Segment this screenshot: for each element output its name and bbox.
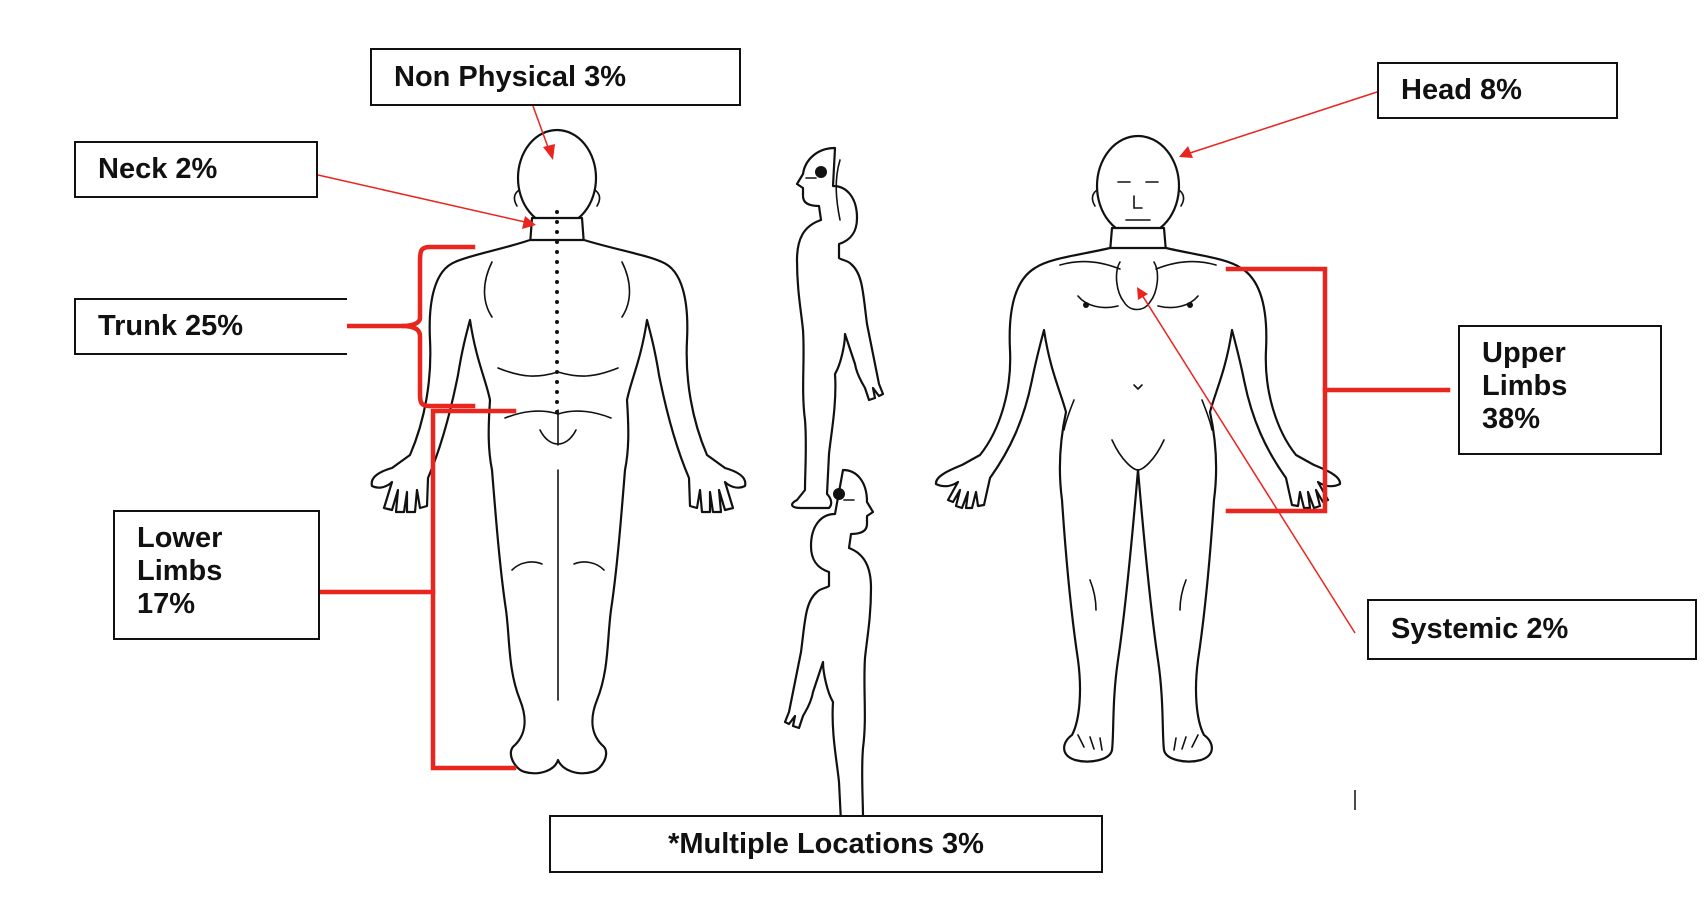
back-view-figure	[372, 130, 746, 773]
trunk-text: Trunk 25%	[98, 310, 243, 343]
systemic-text: Systemic 2%	[1391, 613, 1568, 646]
front-view-figure	[936, 136, 1340, 762]
lower-limbs-text-line2: Limbs	[137, 555, 222, 588]
neck-label: Neck 2%	[74, 141, 318, 198]
side-view-figure-upper	[792, 148, 883, 508]
upper-limbs-label: Upper Limbs 38%	[1458, 325, 1662, 455]
lower-limbs-label: Lower Limbs 17%	[113, 510, 320, 640]
neck-pointer	[318, 175, 536, 229]
multiple-locations-text: *Multiple Locations 3%	[668, 828, 984, 861]
systemic-label: Systemic 2%	[1367, 599, 1697, 660]
head-pointer	[1179, 92, 1377, 158]
non-physical-text: Non Physical 3%	[394, 61, 626, 94]
multiple-locations-label: *Multiple Locations 3%	[549, 815, 1103, 873]
upper-limbs-text-line1: Upper	[1482, 337, 1567, 370]
head-text: Head 8%	[1401, 74, 1522, 107]
neck-text: Neck 2%	[98, 153, 217, 186]
side-view-figure-lower	[785, 470, 876, 836]
lower-limbs-text-line3: 17%	[137, 588, 222, 621]
upper-limbs-text-line3: 38%	[1482, 403, 1567, 436]
non-physical-label: Non Physical 3%	[370, 48, 741, 106]
lower-limbs-text-line1: Lower	[137, 522, 222, 555]
head-label: Head 8%	[1377, 62, 1618, 119]
trunk-label: Trunk 25%	[74, 298, 347, 355]
upper-limbs-text-line2: Limbs	[1482, 370, 1567, 403]
